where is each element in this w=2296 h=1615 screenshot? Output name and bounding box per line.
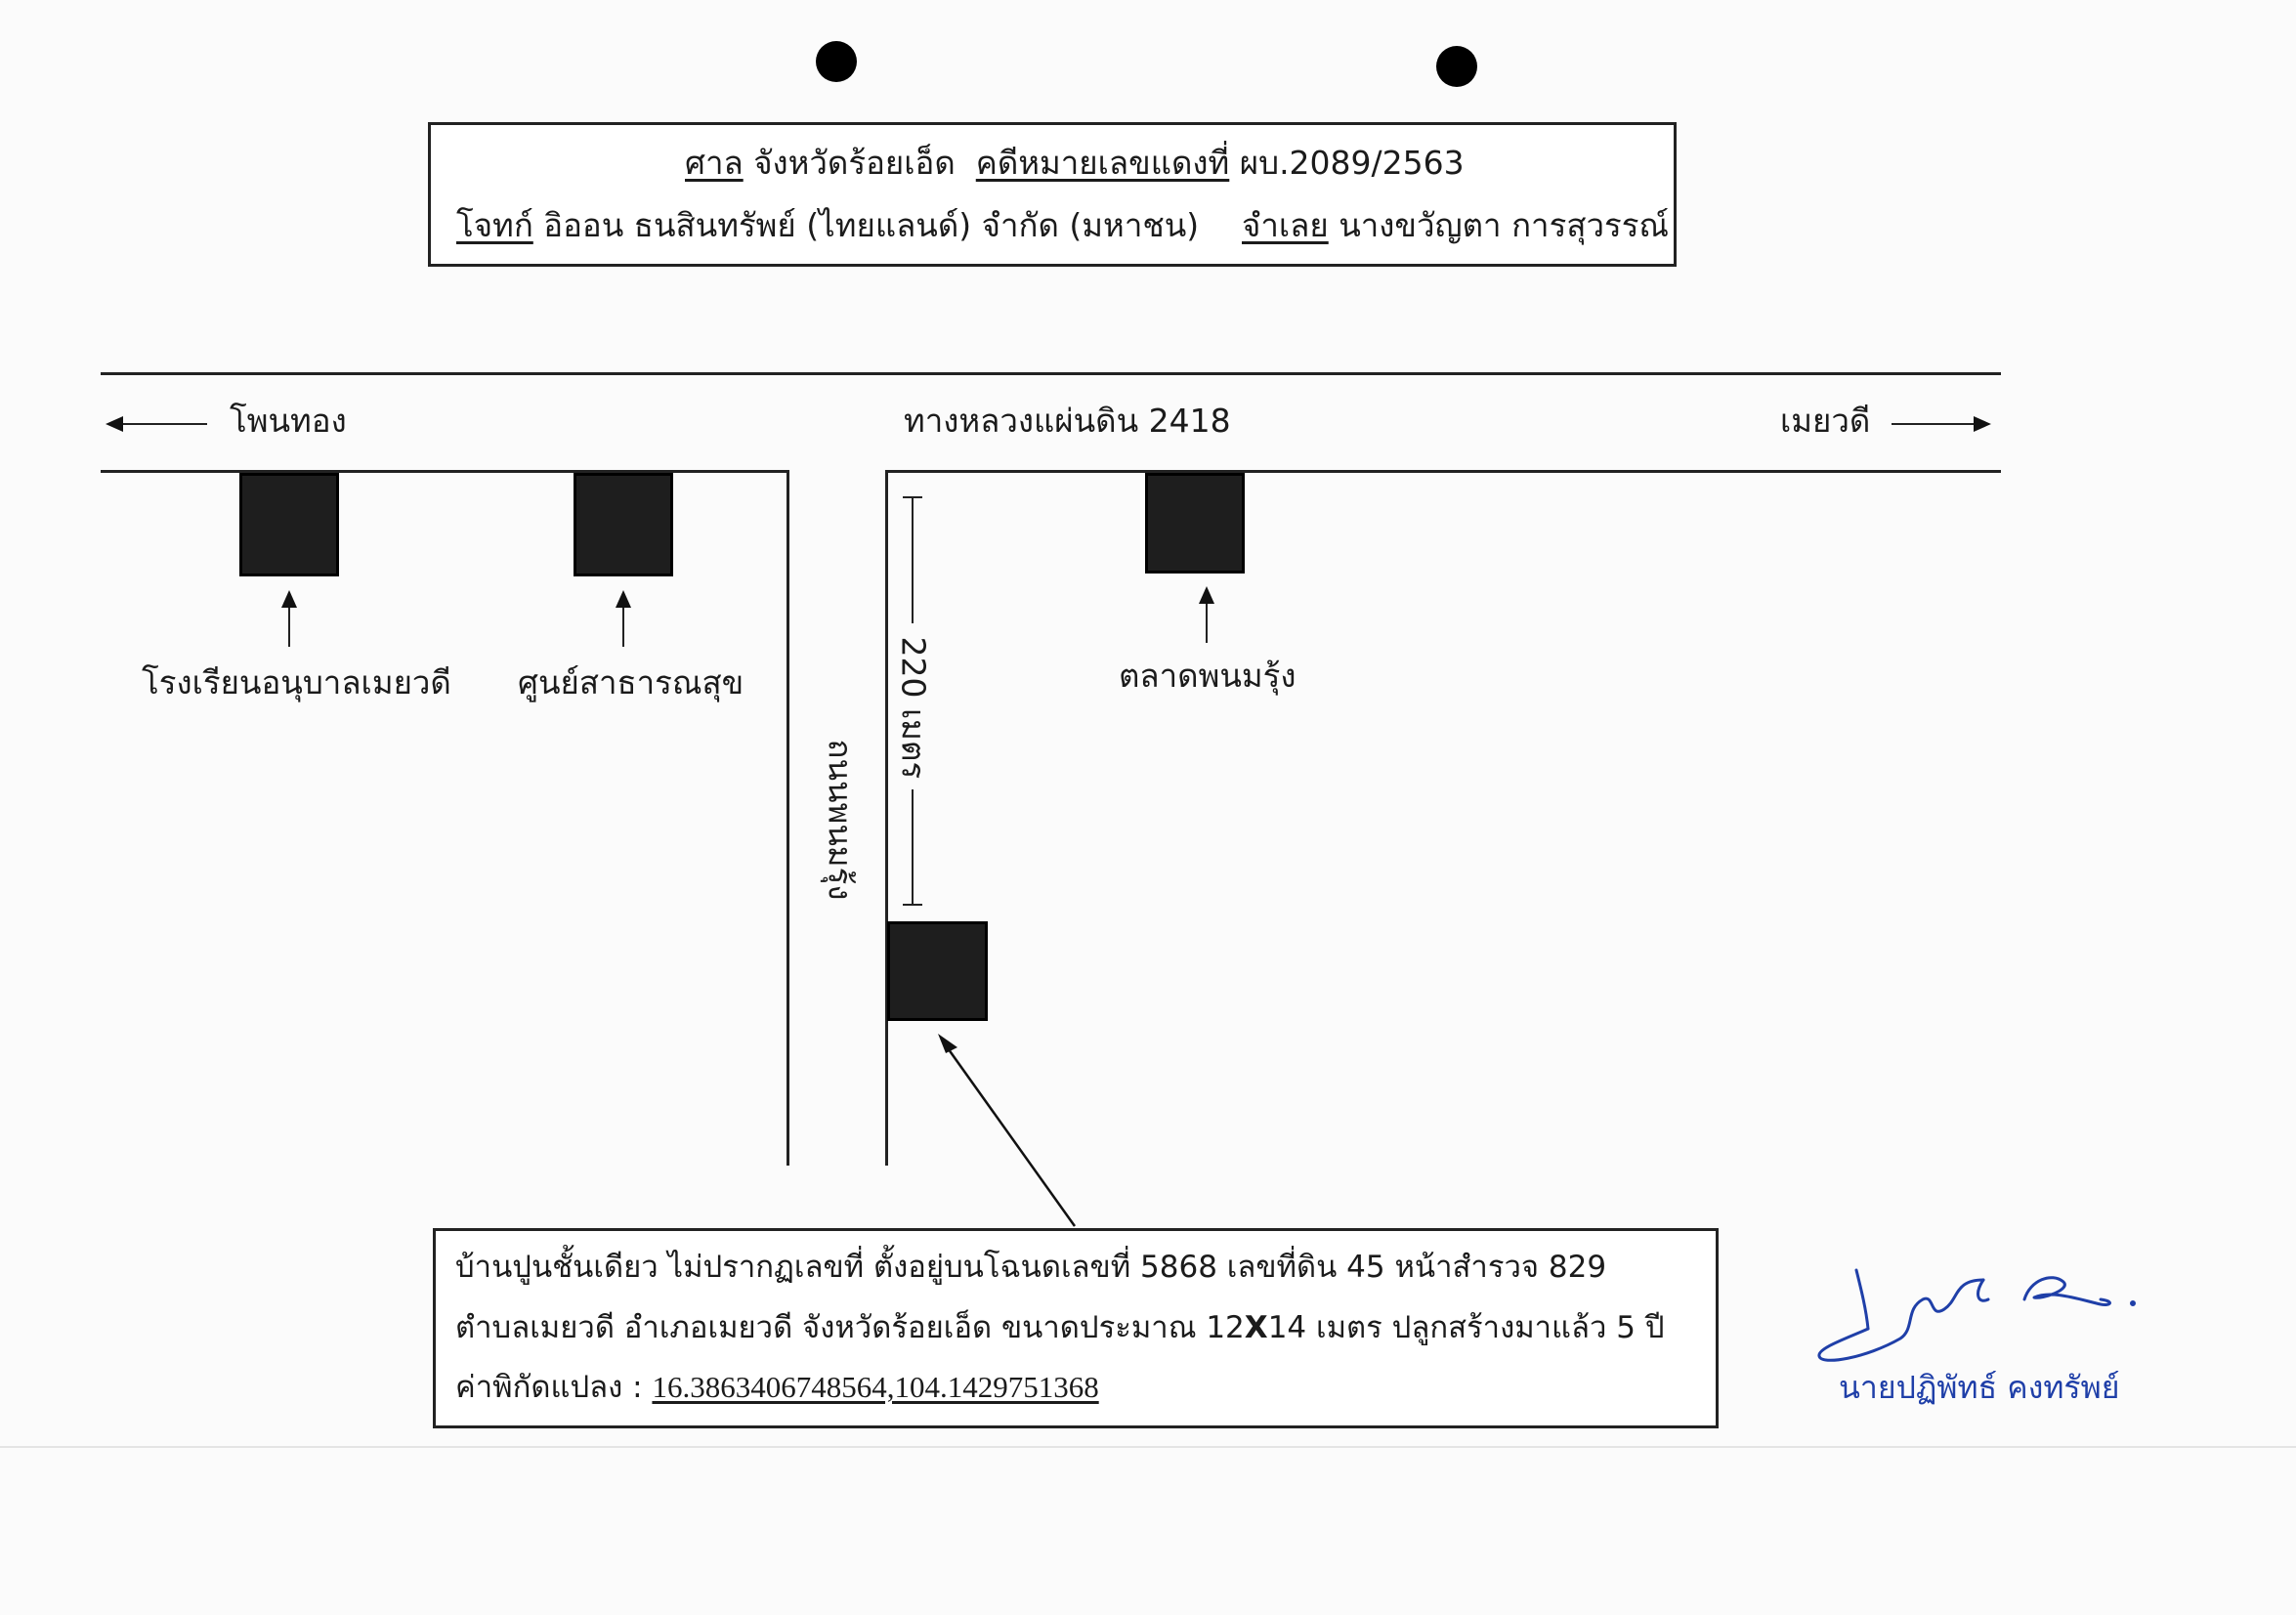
side-road-left-edge [787,470,789,1166]
right-arrow-shaft [1892,423,1976,425]
header-line-2: โจทก์ อิออน ธนสินทรัพย์ (ไทยแลนด์) จำกัด… [456,209,1199,241]
landmark-market-label: ตลาดพนมรุ้ง [1119,657,1297,695]
distance-bottom-tick [903,904,922,906]
landmark-health-center-arrow-icon [616,590,631,608]
case-label: คดีหมายเลขแดงที่ [975,144,1230,182]
landmark-market-building [1145,473,1245,574]
landmark-school-building [239,473,339,576]
defendant-label: จำเลย [1242,206,1329,244]
header-line-2-defendant: จำเลย นางขวัญตา การสุวรรณ์ [1242,209,1669,241]
punch-hole-left [816,41,857,82]
description-line-2-b: 14 เมตร ปลูกสร้างมาแล้ว 5 ปี [1267,1310,1665,1345]
left-arrow-icon [106,416,123,432]
highway-bottom-edge-right [885,470,2001,473]
handwritten-signature [1817,1268,2136,1362]
plaintiff-name: อิออน ธนสินทรัพย์ (ไทยแลนด์) จำกัด (มหาช… [543,206,1200,244]
plaintiff-label: โจทก์ [456,206,533,244]
description-line-1: บ้านปูนชั้นเดียว ไม่ปรากฏเลขที่ ตั้งอยู่… [455,1250,1607,1285]
subject-property-building [887,921,988,1021]
coordinate-value: 16.3863406748564,104.1429751368 [652,1370,1099,1404]
description-line-2-a: ตำบลเมยวดี อำเภอเมยวดี จังหวัดร้อยเอ็ด ข… [455,1310,1245,1345]
court-label: ศาล [685,144,744,182]
property-pointer-arrow [938,1034,1077,1227]
header-line-1: ศาล จังหวัดร้อยเอ็ด คดีหมายเลขแดงที่ ผบ.… [685,147,1465,179]
description-line-2: ตำบลเมยวดี อำเภอเมยวดี จังหวัดร้อยเอ็ด ข… [455,1313,1665,1343]
description-line-2-x: X [1244,1310,1268,1345]
landmark-market-arrow-icon [1199,586,1214,604]
case-header-box: ศาล จังหวัดร้อยเอ็ด คดีหมายเลขแดงที่ ผบ.… [428,122,1677,267]
right-direction-label: เมยวดี [1780,402,1871,440]
landmark-health-center-arrow-shaft [622,606,624,647]
side-road-right-edge [885,470,888,1166]
landmark-school-arrow-icon [281,590,297,608]
court-name: จังหวัดร้อยเอ็ด [753,144,956,182]
signature-name: นายปฏิพัทธ์ คงทรัพย์ [1839,1369,2120,1406]
distance-line-lower [912,789,914,905]
side-road-label: ถนนพนมรุ้ง [821,739,860,901]
property-description-box: บ้านปูนชั้นเดียว ไม่ปรากฏเลขที่ ตั้งอยู่… [433,1228,1719,1428]
left-direction-label: โพนทอง [230,402,347,440]
landmark-school-label: โรงเรียนอนุบาลเมยวดี [142,663,451,701]
highway-label: ทางหลวงแผ่นดิน 2418 [904,402,1231,440]
coordinate-label: ค่าพิกัดแปลง : [455,1370,643,1405]
description-line-3: ค่าพิกัดแปลง : 16.3863406748564,104.1429… [455,1372,1099,1403]
defendant-name: นางขวัญตา การสุวรรณ์ [1339,206,1670,244]
left-arrow-shaft [123,423,207,425]
distance-line-upper [912,496,914,623]
landmark-school-arrow-shaft [288,606,290,647]
highway-top-edge [101,372,2001,375]
landmark-health-center-building [574,473,673,576]
right-arrow-icon [1974,416,1991,432]
case-number: ผบ.2089/2563 [1239,144,1465,182]
scan-fold-line [0,1446,2296,1448]
highway-bottom-edge-left [101,470,788,473]
landmark-market-arrow-shaft [1206,602,1208,643]
landmark-health-center-label: ศูนย์สาธารณสุข [518,663,744,701]
punch-hole-right [1436,46,1477,87]
distance-label: 220 เมตร [894,636,933,780]
